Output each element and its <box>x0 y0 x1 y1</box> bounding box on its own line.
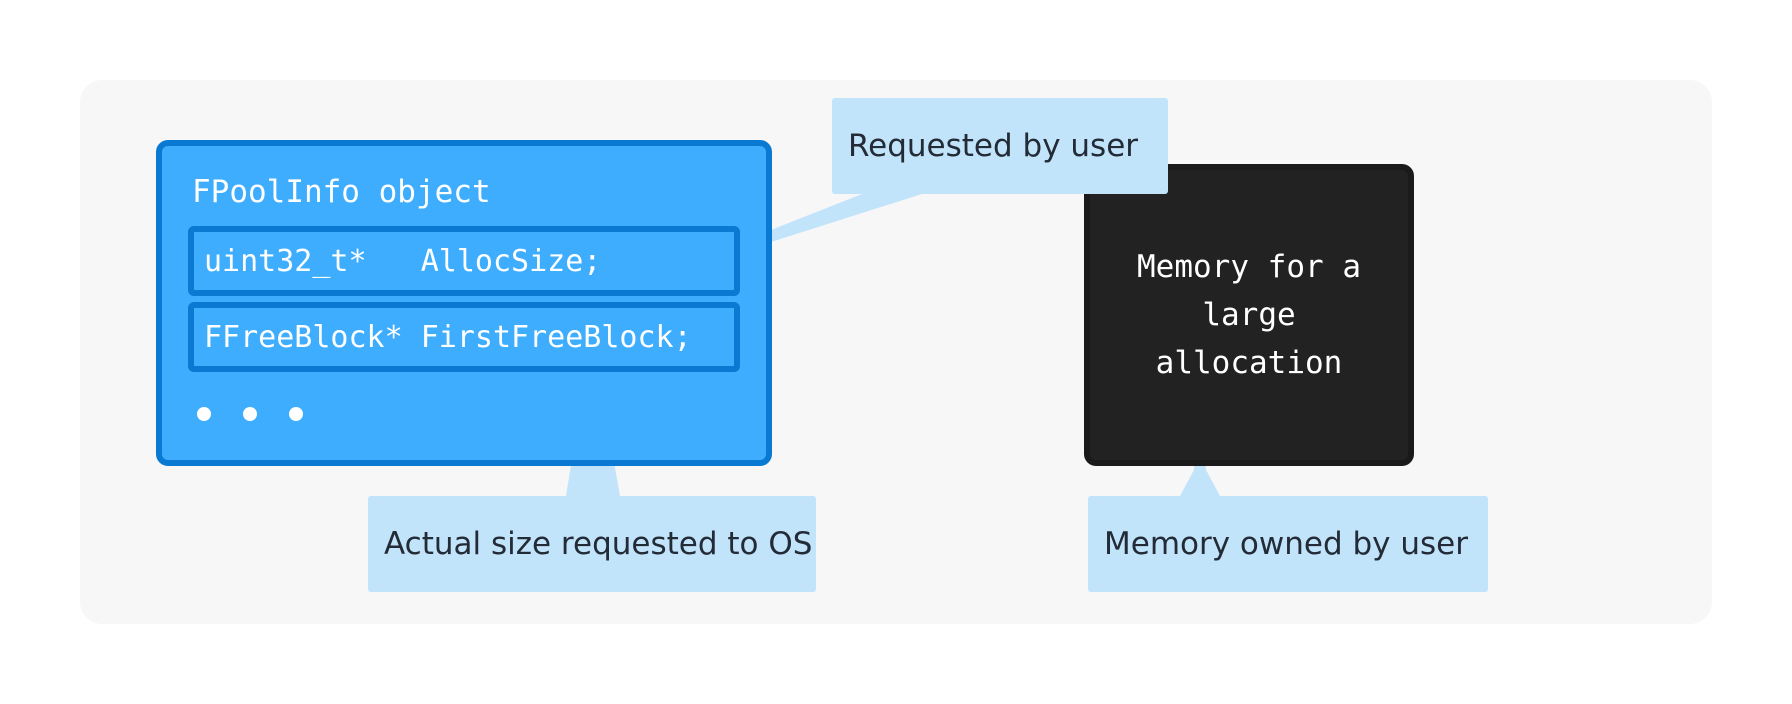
memory-owned-callout: Memory owned by user <box>1088 496 1488 592</box>
memory-pointer <box>1180 466 1220 496</box>
large-allocation-memory-box: Memory for a large allocation <box>1084 164 1414 466</box>
alloc-size-field-text: uint32_t* AllocSize; <box>204 244 602 279</box>
first-free-block-field: FFreeBlock* FirstFreeBlock; <box>188 302 740 372</box>
fpoolinfo-title: FPoolInfo object <box>192 174 491 210</box>
requested-by-user-callout: Requested by user <box>832 98 1168 194</box>
first-free-block-field-text: FFreeBlock* FirstFreeBlock; <box>204 320 692 355</box>
actual-size-callout: Actual size requested to OS <box>368 496 816 592</box>
alloc-size-field: uint32_t* AllocSize; <box>188 226 740 296</box>
large-allocation-label: Memory for a large allocation <box>1137 249 1361 381</box>
ellipsis-icon <box>197 407 303 421</box>
